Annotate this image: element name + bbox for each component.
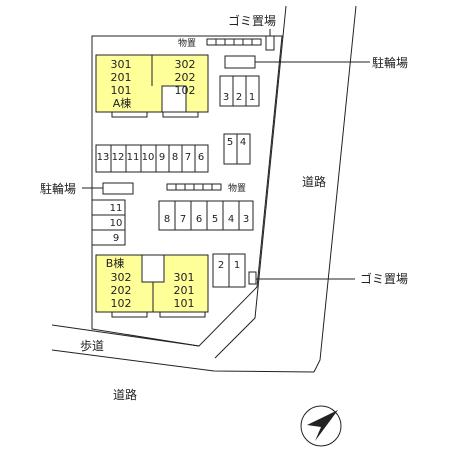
parking-pair-right — [223, 133, 251, 165]
road-right-edge-right — [313, 5, 357, 373]
label-garbage-top: ゴミ置場 — [228, 13, 276, 28]
unit-label: 101 — [174, 297, 195, 310]
space-number: 12 — [112, 152, 125, 163]
unit-label: 201 — [111, 71, 132, 84]
space-number: 5 — [212, 214, 218, 225]
unit-label: 301 — [174, 271, 195, 284]
space-number: 1 — [234, 260, 240, 271]
space-number: 13 — [97, 152, 110, 163]
parking-numbers: 3 2 1 5 4 13 12 11 10 9 8 7 6 11 10 9 8 … — [97, 92, 256, 271]
parking-top-right — [219, 75, 260, 107]
unit-label: 302 — [111, 271, 132, 284]
space-number: 10 — [110, 218, 123, 229]
space-number: 8 — [172, 152, 178, 163]
north-arrow-icon — [300, 405, 342, 447]
label-road-bottom: 道路 — [113, 387, 137, 402]
space-number: 11 — [110, 203, 123, 214]
label-storage-top: 物置 — [178, 37, 196, 49]
sidewalk-edge-top — [51, 324, 200, 347]
road-right-edge-left — [214, 5, 287, 359]
parking-upper-row — [95, 144, 209, 173]
unit-label: 202 — [111, 284, 132, 297]
label-bicycle-left: 駐輪場 — [40, 181, 76, 196]
space-number: 10 — [142, 152, 155, 163]
label-sidewalk: 歩道 — [80, 338, 104, 353]
space-number: 2 — [236, 92, 242, 103]
property-boundary — [91, 35, 283, 347]
storage-mid — [166, 183, 222, 191]
unit-label: 301 — [111, 58, 132, 71]
space-number: 5 — [227, 137, 233, 148]
space-number: 9 — [113, 233, 119, 244]
space-number: 1 — [249, 92, 255, 103]
parking-left-column — [91, 199, 126, 246]
space-number: 6 — [196, 214, 202, 225]
building-b-units: B棟 302 202 102 301 201 101 — [106, 256, 195, 310]
space-number: 6 — [198, 152, 204, 163]
space-number: 7 — [180, 214, 186, 225]
space-number: 3 — [223, 92, 229, 103]
garbage-box-top — [265, 35, 275, 51]
unit-label: 201 — [174, 284, 195, 297]
label-bicycle-right: 駐輪場 — [372, 55, 408, 70]
unit-label: 102 — [111, 297, 132, 310]
building-b-name: B棟 — [106, 256, 125, 270]
space-number: 2 — [218, 260, 224, 271]
label-storage-mid: 物置 — [228, 182, 246, 194]
space-number: 4 — [228, 214, 234, 225]
sidewalk-edge-bottom — [51, 349, 315, 373]
space-number: 11 — [127, 152, 140, 163]
building-a-units: 301 201 101 A棟 302 202 102 — [111, 58, 196, 110]
garbage-box-right — [248, 271, 257, 285]
storage-top — [206, 38, 262, 46]
parking-lower-row — [158, 200, 254, 231]
space-number: 7 — [185, 152, 191, 163]
unit-label: 202 — [175, 71, 196, 84]
space-number: 8 — [164, 214, 170, 225]
bicycle-box-top — [224, 55, 256, 69]
label-road-right: 道路 — [302, 174, 326, 189]
space-number: 4 — [240, 137, 246, 148]
bicycle-box-left — [102, 182, 134, 195]
space-number: 3 — [243, 214, 249, 225]
unit-label: 102 — [175, 84, 196, 97]
label-garbage-right: ゴミ置場 — [360, 271, 408, 286]
unit-label: 302 — [175, 58, 196, 71]
unit-label: 101 — [111, 84, 132, 97]
space-number: 9 — [159, 152, 165, 163]
parking-bottom-right — [212, 253, 246, 288]
building-b — [95, 254, 209, 313]
building-a-name: A棟 — [113, 96, 132, 110]
